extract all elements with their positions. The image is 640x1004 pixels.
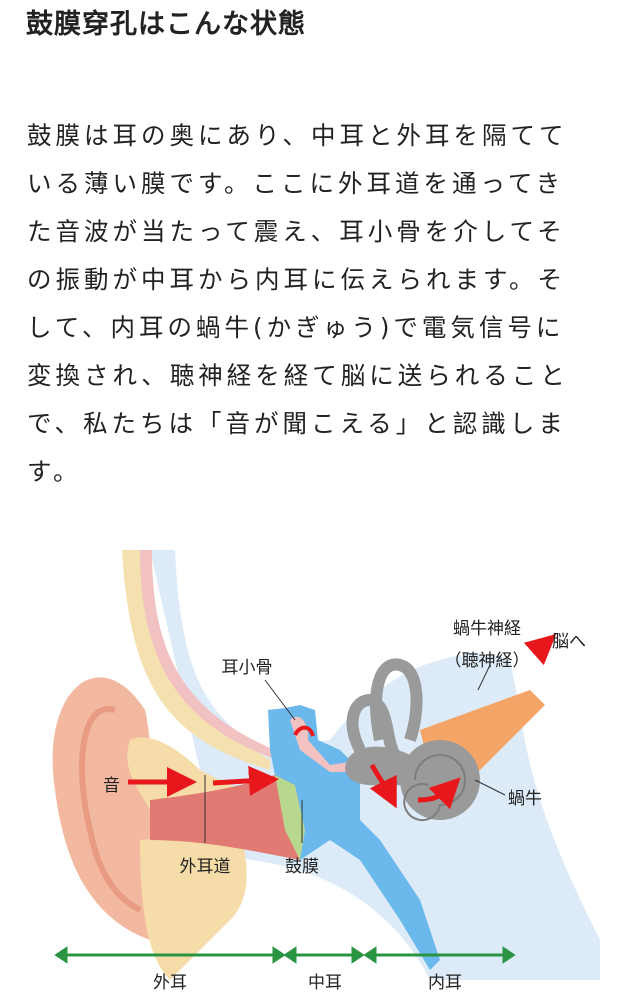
cochlea-arrow [369, 763, 397, 809]
label-sound: 音 [103, 776, 120, 796]
section-arrows [54, 946, 516, 964]
label-inner-ear: 内耳 [428, 973, 462, 993]
middle-ear-cavity [268, 705, 440, 970]
article-paragraph: 鼓膜は耳の奥にあり、中耳と外耳を隔てて いる薄い膜です。ここに外耳道を通ってき … [27, 112, 627, 496]
paragraph-line: す。 [27, 457, 82, 486]
cochlea-group [346, 658, 423, 759]
paragraph-line: して、内耳の蝸牛(かぎゅう)で電気信号に [27, 313, 565, 342]
auricle-inner [79, 706, 142, 913]
label-auditory-nerve: （聴神経） [444, 651, 530, 671]
label-cochlea: 蝸牛 [508, 789, 542, 809]
label-ossicles: 耳小骨 [221, 658, 273, 678]
ear-anatomy-diagram: 音 外耳道 鼓膜 耳小骨 蝸牛神経 （聴神経） 脳へ 蝸牛 外耳 中耳 内耳 [0, 540, 640, 1000]
paragraph-line: いる薄い膜です。ここに外耳道を通ってき [27, 169, 565, 198]
paragraph-line: 変換され、聴神経を経て脳に送られること [27, 361, 569, 390]
paragraph-line: 鼓膜は耳の奥にあり、中耳と外耳を隔てて [27, 121, 568, 150]
ossicles [290, 716, 352, 772]
label-middle-ear: 中耳 [308, 973, 342, 993]
ear-illustration [52, 550, 600, 980]
label-to-brain: 脳へ [552, 632, 586, 652]
label-ear-canal: 外耳道 [179, 857, 231, 877]
brain-arrow [523, 634, 557, 666]
skin-layer-pink [140, 550, 275, 758]
paragraph-line: た音波が当たって震え、耳小骨を介してそ [27, 217, 566, 246]
paragraph-line: で、私たちは「音が聞こえる」と認識しま [27, 409, 567, 438]
skin-layer [122, 550, 270, 770]
cartilage-lower [140, 830, 247, 980]
ossicle-arrow [293, 725, 315, 737]
label-cochlear-nerve: 蝸牛神経 [453, 619, 521, 639]
vestibule [345, 746, 410, 786]
paragraph-line: の振動が中耳から内耳に伝えられます。そ [27, 265, 567, 294]
label-outer-ear: 外耳 [153, 973, 187, 993]
sound-arrow [212, 765, 279, 796]
label-eardrum: 鼓膜 [285, 857, 319, 877]
page-title: 鼓膜穿孔はこんな状態 [26, 9, 306, 40]
cochlea-arrow [417, 777, 461, 810]
